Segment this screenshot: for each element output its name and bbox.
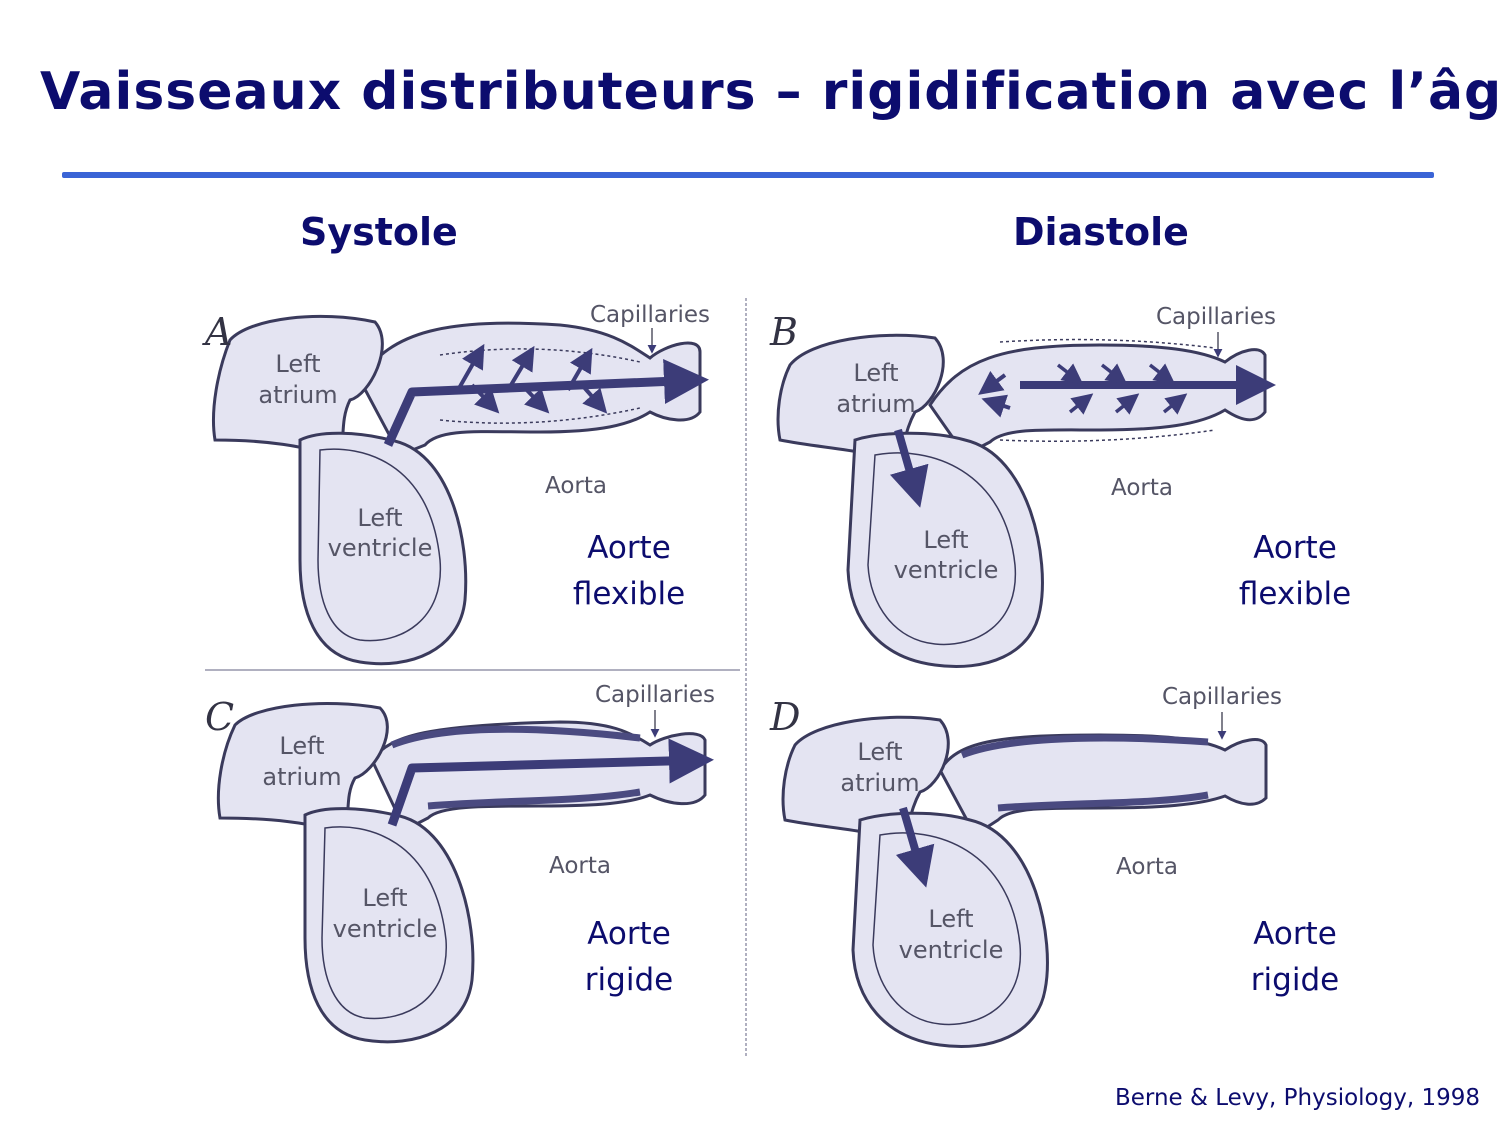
rigid-aortic-wall bbox=[960, 734, 1209, 759]
panel-letter: A bbox=[202, 310, 232, 354]
ventricle-label: ventricle bbox=[328, 534, 433, 562]
ventricle-inner-wall bbox=[317, 448, 442, 642]
caption-line: Aorte bbox=[587, 916, 671, 952]
caption-line: flexible bbox=[1238, 576, 1352, 612]
flow-arrow bbox=[383, 359, 709, 447]
backflow-arrow bbox=[978, 370, 1007, 395]
ventricle-label: Left bbox=[928, 905, 973, 933]
atrium-label: atrium bbox=[262, 763, 341, 791]
panel-letter: D bbox=[769, 695, 800, 739]
caption-line: Aorte bbox=[1253, 916, 1337, 952]
atrium-label: atrium bbox=[840, 769, 919, 797]
aorta-vessel bbox=[928, 343, 1267, 457]
rigid-aortic-wall bbox=[390, 725, 641, 749]
ventricle-inner-wall bbox=[867, 452, 1017, 646]
wall-recoil-arrow bbox=[1162, 393, 1188, 415]
aortic-dashed-wall bbox=[439, 407, 641, 424]
wall-recoil-arrow bbox=[1100, 363, 1128, 385]
atrium-label: Left bbox=[275, 350, 320, 378]
rigid-aortic-wall bbox=[427, 788, 641, 810]
left-atrium bbox=[216, 701, 389, 838]
caption-panel-a: Aorte flexible bbox=[529, 525, 729, 617]
wall-recoil-arrow bbox=[1114, 393, 1140, 415]
aorta-label: Aorta bbox=[1111, 475, 1173, 501]
aortic-dashed-wall bbox=[999, 338, 1216, 349]
atrium-label: atrium bbox=[258, 381, 337, 409]
left-ventricle bbox=[303, 807, 475, 1044]
caption-panel-d: Aorte rigide bbox=[1195, 911, 1395, 1003]
panel-letter: B bbox=[769, 310, 798, 354]
caption-panel-b: Aorte flexible bbox=[1195, 525, 1395, 617]
aorta-label: Aorta bbox=[1116, 854, 1178, 880]
caption-line: Aorte bbox=[1253, 530, 1337, 566]
panel-d: D Left atrium Left ventricle Aorta Capil… bbox=[769, 684, 1282, 1049]
caption-line: Aorte bbox=[587, 530, 671, 566]
capillaries-label: Capillaries bbox=[595, 682, 715, 708]
caption-panel-c: Aorte rigide bbox=[529, 911, 729, 1003]
panel-c: C Left atrium Left ventricle Aorta Capil… bbox=[205, 682, 715, 1044]
ventricle-label: ventricle bbox=[894, 556, 999, 584]
slide-title: Vaisseaux distributeurs – rigidification… bbox=[40, 62, 1500, 122]
wall-recoil-arrow bbox=[1056, 363, 1084, 385]
wall-expansion-arrow bbox=[566, 347, 593, 392]
flow-arrow bbox=[387, 738, 714, 827]
filling-arrow bbox=[889, 428, 929, 508]
backflow-arrow bbox=[981, 394, 1011, 418]
aorta-label: Aorta bbox=[545, 473, 607, 499]
left-ventricle bbox=[298, 431, 468, 666]
caption-line: rigide bbox=[1250, 962, 1340, 998]
atrium-label: Left bbox=[279, 732, 324, 760]
wall-expansion-arrow bbox=[506, 345, 535, 392]
wall-expansion-arrow bbox=[580, 383, 608, 414]
ventricle-inner-wall bbox=[872, 832, 1022, 1026]
ventricle-label: Left bbox=[362, 884, 407, 912]
wall-recoil-arrow bbox=[1148, 363, 1176, 385]
wall-expansion-arrow bbox=[520, 383, 550, 414]
title-underline bbox=[62, 172, 1434, 178]
atrium-label: atrium bbox=[836, 390, 915, 418]
wall-recoil-arrow bbox=[1068, 393, 1094, 415]
ventricle-label: ventricle bbox=[333, 915, 438, 943]
atrium-label: Left bbox=[853, 359, 898, 387]
panel-a: A Left atrium Left ventricle Aorta Capil… bbox=[202, 302, 710, 666]
caption-line: flexible bbox=[572, 576, 686, 612]
ventricle-label: ventricle bbox=[899, 936, 1004, 964]
ventricle-label: Left bbox=[357, 504, 402, 532]
aorta-label: Aorta bbox=[549, 853, 611, 879]
rigid-aortic-wall bbox=[997, 791, 1209, 812]
ventricle-inner-wall bbox=[321, 826, 447, 1020]
ventricle-label: Left bbox=[923, 526, 968, 554]
filling-arrow bbox=[895, 806, 935, 888]
atrium-label: Left bbox=[857, 738, 902, 766]
wall-expansion-arrow bbox=[456, 343, 485, 391]
capillaries-label: Capillaries bbox=[590, 302, 710, 328]
capillaries-label: Capillaries bbox=[1156, 304, 1276, 330]
capillaries-label: Capillaries bbox=[1162, 684, 1282, 710]
column-heading-systole: Systole bbox=[300, 210, 458, 254]
aortic-dashed-wall bbox=[999, 429, 1216, 442]
column-heading-diastole: Diastole bbox=[1013, 210, 1189, 254]
panel-b: B Left atrium Left ventricle Aorta Capil… bbox=[769, 304, 1276, 669]
panel-letter: C bbox=[205, 695, 234, 739]
caption-line: rigide bbox=[584, 962, 674, 998]
source-citation: Berne & Levy, Physiology, 1998 bbox=[1114, 1085, 1480, 1111]
left-atrium bbox=[212, 314, 384, 463]
wall-expansion-arrow bbox=[470, 383, 500, 414]
